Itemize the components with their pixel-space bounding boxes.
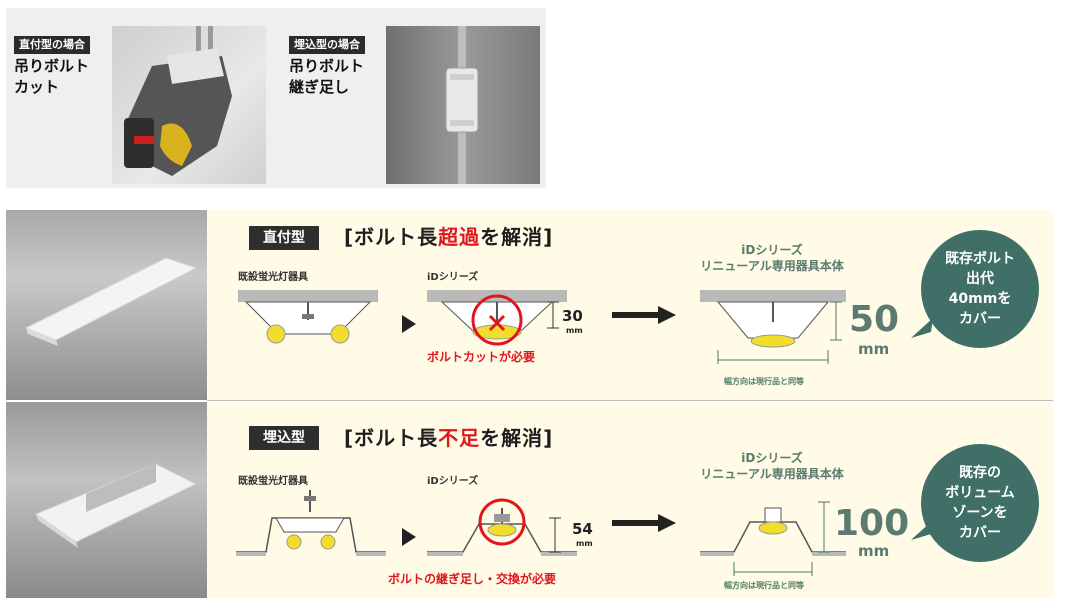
embed-cover-bubble: 既存の ボリューム ゾーンを カバー <box>921 444 1039 562</box>
direct-mount-badge: 直付型の場合 <box>14 36 90 54</box>
embed-bubble-tail <box>911 520 933 540</box>
direct-bubble-text: 既存ボルト 出代 40mmを カバー <box>945 251 1015 327</box>
renewal-title-line2: リニューアル専用器具本体 <box>700 259 844 273</box>
direct-renewal-title: iDシリーズ リニューアル専用器具本体 <box>682 242 862 274</box>
embed-caption-line2: 継ぎ足し <box>289 78 350 96</box>
embed-mount-panel <box>207 402 1053 598</box>
bolt-cutter-photo <box>112 26 266 184</box>
embed-big-unit: mm <box>858 542 890 560</box>
direct-long-arrow-icon <box>612 306 676 324</box>
direct-warning: ボルトカットが必要 <box>427 350 536 364</box>
bolt-cutter-illustration <box>124 26 232 176</box>
headline-text-post: を解消] <box>480 426 554 450</box>
direct-bubble-tail <box>911 318 933 338</box>
direct-caption-line1: 吊りボルト <box>14 57 90 75</box>
embed-warning: ボルトの継ぎ足し・交換が必要 <box>388 572 557 586</box>
embed-type-label: 埋込型 <box>249 426 319 450</box>
headline-text-red: 不足 <box>438 426 481 450</box>
direct-id-fixture-diagram <box>427 290 567 346</box>
direct-type-label: 直付型 <box>249 226 319 250</box>
embed-play-arrow-icon <box>402 528 416 546</box>
direct-caption-line2: カット <box>14 78 60 96</box>
renewal-title-line1: iDシリーズ <box>741 451 803 465</box>
direct-existing-label: 既設蛍光灯器具 <box>238 272 308 283</box>
direct-renewal-fixture-diagram <box>700 290 846 364</box>
embed-mount-row: 埋込型 [ボルト長不足を解消] 既設蛍光灯器具 iDシリーズ 54 mm ボルト… <box>6 402 1053 598</box>
headline-text-pre: [ボルト長 <box>344 426 439 450</box>
direct-series-label: iDシリーズ <box>427 272 479 283</box>
direct-lamp-photo <box>6 210 207 400</box>
embed-caption-line1: 吊りボルト <box>289 57 365 75</box>
embed-width-note: 幅方向は現行品と同等 <box>724 581 804 590</box>
direct-existing-fixture-diagram <box>238 290 378 344</box>
bolt-extender-illustration <box>445 26 479 184</box>
direct-dim-value: 30 <box>562 307 583 325</box>
bolt-extender-photo <box>386 26 540 184</box>
headline-text-pre: [ボルト長 <box>344 225 439 249</box>
direct-lamp-illustration <box>24 257 198 346</box>
embed-long-arrow-icon <box>612 514 676 532</box>
direct-headline: [ボルト長超過を解消] <box>344 221 553 250</box>
embed-bubble-text: 既存の ボリューム ゾーンを カバー <box>945 465 1015 541</box>
embed-existing-label: 既設蛍光灯器具 <box>238 476 308 487</box>
top-panel: 直付型の場合 吊りボルト カット 埋込型の場合 吊りボルト 継ぎ足し <box>6 8 546 188</box>
embed-renewal-title: iDシリーズ リニューアル専用器具本体 <box>682 450 862 482</box>
direct-mount-row: 直付型 [ボルト長超過を解消] 既設蛍光灯器具 iDシリーズ 30 mm ボルト… <box>6 210 1053 400</box>
renewal-title-line2: リニューアル専用器具本体 <box>700 467 844 481</box>
direct-dim-unit: mm <box>566 326 583 335</box>
direct-big-unit: mm <box>858 340 890 358</box>
embed-series-label: iDシリーズ <box>427 476 479 487</box>
embed-renewal-fixture-diagram <box>700 501 846 576</box>
embed-lamp-illustration <box>34 463 198 548</box>
embed-dim-value: 54 <box>572 520 593 538</box>
embed-lamp-photo <box>6 402 207 598</box>
embed-big-value: 100 <box>834 503 910 544</box>
direct-play-arrow-icon <box>402 315 416 333</box>
embed-headline: [ボルト長不足を解消] <box>344 422 553 451</box>
embed-existing-fixture-diagram <box>236 490 386 556</box>
headline-text-red: 超過 <box>438 225 481 249</box>
embed-mount-badge: 埋込型の場合 <box>289 36 365 54</box>
row-divider <box>207 400 1053 401</box>
embed-id-fixture-diagram <box>427 498 577 556</box>
direct-width-note: 幅方向は現行品と同等 <box>724 377 804 386</box>
direct-cover-bubble: 既存ボルト 出代 40mmを カバー <box>921 230 1039 348</box>
headline-text-post: を解消] <box>480 225 554 249</box>
embed-dim-unit: mm <box>576 539 593 548</box>
renewal-title-line1: iDシリーズ <box>741 243 803 257</box>
direct-big-value: 50 <box>849 299 900 340</box>
